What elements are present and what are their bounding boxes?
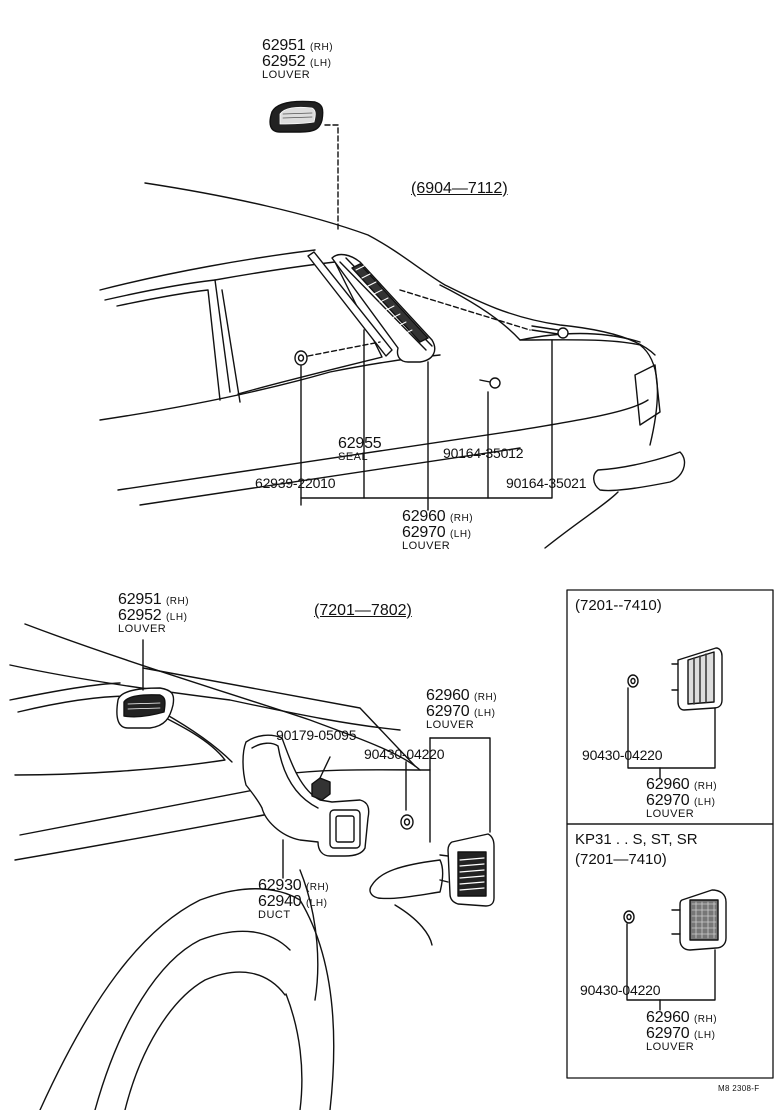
inset1-clip-label: 90430-04220 bbox=[582, 747, 663, 763]
part-number: 62955 bbox=[338, 435, 382, 452]
inset2-louver bbox=[671, 889, 727, 951]
part-name: LOUVER bbox=[402, 540, 451, 552]
part-name: SEAL bbox=[338, 451, 369, 463]
part-number: 62952 bbox=[262, 53, 306, 70]
top-upper-louver-part bbox=[269, 100, 324, 133]
part-number: 62951 bbox=[262, 37, 306, 54]
part-number: 62960 bbox=[646, 776, 690, 793]
part-number: 62960 bbox=[426, 687, 470, 704]
bottom-upper-louver-part bbox=[116, 687, 175, 729]
top-seal-part bbox=[307, 251, 393, 357]
top-car-body bbox=[99, 182, 686, 549]
top-side-louver-part bbox=[331, 253, 436, 363]
inset2-clip bbox=[623, 910, 635, 924]
inset1-range-label: (7201--7410) bbox=[575, 597, 662, 614]
inset2-model-label: KP31 . . S, ST, SR bbox=[575, 831, 698, 848]
part-number: 62970 bbox=[646, 792, 690, 809]
top-screw-35021 bbox=[531, 325, 569, 339]
side-suffix: (RH) bbox=[305, 882, 330, 893]
part-number: 62970 bbox=[402, 524, 446, 541]
bottom-range-label: (7201—7802) bbox=[314, 602, 412, 619]
part-number: 62970 bbox=[426, 703, 470, 720]
inset2-range-label: (7201—7410) bbox=[575, 851, 667, 868]
part-name: DUCT bbox=[258, 909, 291, 921]
bottom-clip-04220 bbox=[400, 814, 414, 830]
bottom-rear-louver-part bbox=[439, 833, 495, 907]
side-suffix: (LH) bbox=[165, 612, 188, 623]
part-number: 62970 bbox=[646, 1025, 690, 1042]
top-screw-35012-label: 90164-35012 bbox=[443, 445, 524, 461]
part-name: LOUVER bbox=[646, 808, 695, 820]
figure-code: M8 2308-F bbox=[718, 1084, 760, 1093]
side-suffix: (LH) bbox=[305, 898, 328, 909]
part-number: 62960 bbox=[646, 1009, 690, 1026]
inset2-louver-label: 62960 (RH) 62970 (LH) LOUVER bbox=[646, 1010, 717, 1053]
bottom-clip-04220-label: 90430-04220 bbox=[364, 746, 445, 762]
part-number: 62952 bbox=[118, 607, 162, 624]
inset1-louver bbox=[671, 647, 723, 711]
side-suffix: (LH) bbox=[309, 58, 332, 69]
bottom-rear-louver-label: 62960 (RH) 62970 (LH) LOUVER bbox=[426, 688, 497, 731]
side-suffix: (RH) bbox=[473, 692, 498, 703]
bottom-duct-part bbox=[242, 734, 370, 857]
part-name: LOUVER bbox=[646, 1041, 695, 1053]
inset1-clip bbox=[627, 674, 639, 688]
bottom-upper-louver-label: 62951 (RH) 62952 (LH) LOUVER bbox=[118, 592, 189, 635]
inset2-clip-label: 90430-04220 bbox=[580, 982, 661, 998]
side-suffix: (LH) bbox=[449, 529, 472, 540]
top-clip-22010-label: 62939-22010 bbox=[255, 475, 336, 491]
part-number: 62940 bbox=[258, 893, 302, 910]
part-name: LOUVER bbox=[426, 719, 475, 731]
top-seal-label: 62955 SEAL bbox=[338, 436, 382, 463]
inset1-louver-label: 62960 (RH) 62970 (LH) LOUVER bbox=[646, 777, 717, 820]
side-suffix: (RH) bbox=[693, 1014, 718, 1025]
part-number: 62960 bbox=[402, 508, 446, 525]
top-screw-35012 bbox=[479, 377, 501, 389]
bottom-car-body bbox=[9, 623, 444, 1110]
side-suffix: (RH) bbox=[309, 42, 334, 53]
inset2-frame bbox=[566, 823, 774, 1079]
top-lower-louver-label: 62960 (RH) 62970 (LH) LOUVER bbox=[402, 509, 473, 552]
top-range-label: (6904—7112) bbox=[411, 180, 508, 197]
bottom-nut-05095 bbox=[311, 777, 331, 801]
side-suffix: (LH) bbox=[473, 708, 496, 719]
part-number: 62930 bbox=[258, 877, 302, 894]
part-name: LOUVER bbox=[118, 623, 167, 635]
side-suffix: (LH) bbox=[693, 797, 716, 808]
bottom-nut-05095-label: 90179-05095 bbox=[276, 727, 357, 743]
side-suffix: (LH) bbox=[693, 1030, 716, 1041]
top-clip-62939 bbox=[294, 350, 308, 366]
top-screw-35021-label: 90164-35021 bbox=[506, 475, 587, 491]
top-upper-louver-label: 62951 (RH) 62952 (LH) LOUVER bbox=[262, 38, 333, 81]
part-name: LOUVER bbox=[262, 69, 311, 81]
side-suffix: (RH) bbox=[449, 513, 474, 524]
side-suffix: (RH) bbox=[693, 781, 718, 792]
side-suffix: (RH) bbox=[165, 596, 190, 607]
part-number: 62951 bbox=[118, 591, 162, 608]
bottom-duct-label: 62930 (RH) 62940 (LH) DUCT bbox=[258, 878, 329, 921]
